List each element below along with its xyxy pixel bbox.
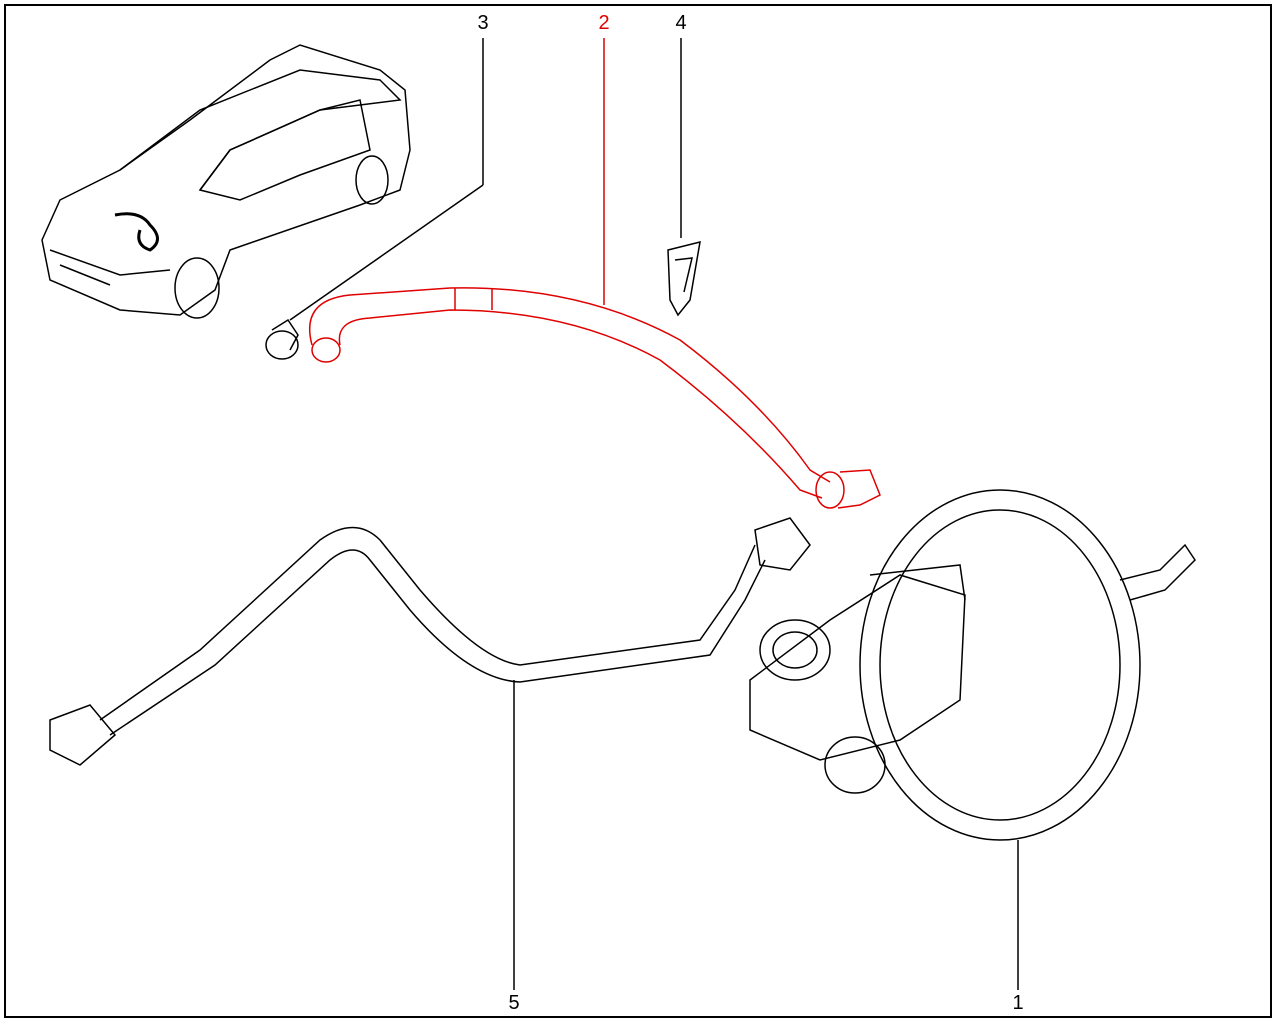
car-overview-illustration	[41, 44, 411, 319]
callout-5[interactable]: 5	[508, 992, 520, 1014]
vacuum-sensor-wire-part	[49, 517, 811, 766]
callout-2[interactable]: 2	[598, 12, 610, 34]
diagram-frame	[4, 4, 1272, 1018]
callout-1[interactable]: 1	[1012, 992, 1024, 1014]
hose-clamp-part	[265, 318, 299, 360]
callout-4[interactable]: 4	[675, 12, 687, 34]
vacuum-hose-part	[308, 287, 881, 509]
vacuum-brake-booster-part	[749, 489, 1196, 841]
callout-3[interactable]: 3	[477, 12, 489, 34]
hose-holder-clip-part	[667, 240, 701, 317]
